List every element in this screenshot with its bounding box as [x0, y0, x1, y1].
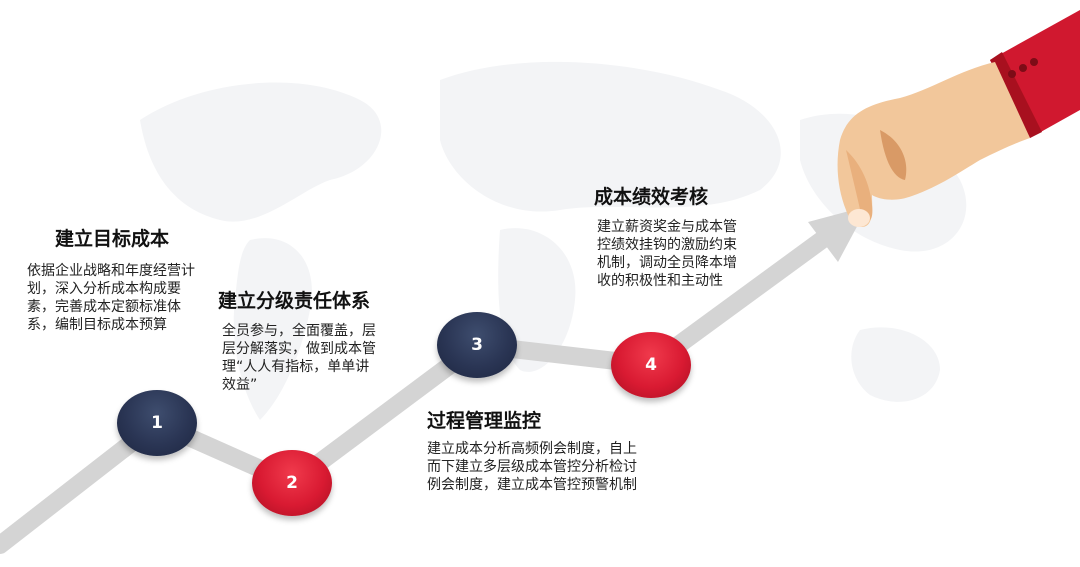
step-node-3: 3 — [437, 312, 517, 378]
step-title-4: 成本绩效考核 — [594, 186, 709, 208]
step-desc-4: 建立薪资奖金与成本管控绩效挂钩的激励约束机制，调动全员降本增收的积极性和主动性 — [597, 219, 737, 289]
step-number: 1 — [151, 413, 163, 433]
step-node-1: 1 — [117, 390, 197, 456]
step-title-2: 建立分级责任体系 — [218, 290, 371, 312]
step-desc-2: 全员参与，全面覆盖，层层分解落实，做到成本管理“人人有指标，单单讲效益” — [222, 323, 376, 393]
step-number: 2 — [286, 473, 298, 493]
step-node-4: 4 — [611, 332, 691, 398]
step-title-1: 建立目标成本 — [55, 228, 170, 250]
step-desc-3: 建立成本分析高频例会制度，自上而下建立多层级成本管控分析检讨例会制度，建立成本管… — [427, 441, 637, 493]
step-desc-1: 依据企业战略和年度经营计划，深入分析成本构成要素，完善成本定额标准体系，编制目标… — [27, 263, 195, 333]
step-number: 4 — [645, 355, 657, 375]
step-number: 3 — [471, 335, 483, 355]
step-node-2: 2 — [252, 450, 332, 516]
hand-pointing-icon — [837, 10, 1080, 228]
step-title-3: 过程管理监控 — [427, 410, 542, 432]
